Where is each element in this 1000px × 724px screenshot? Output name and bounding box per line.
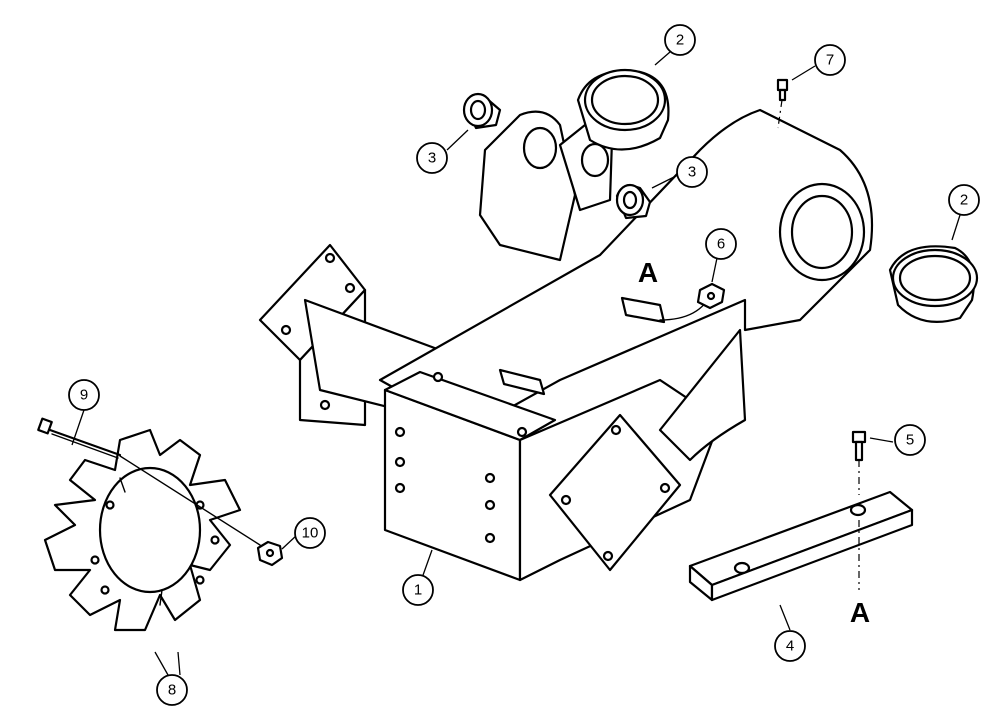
callout-7: 7 [814, 44, 846, 76]
callout-circle [416, 142, 448, 174]
nut-6 [696, 282, 726, 310]
callout-label: 7 [826, 52, 834, 69]
wire-clip-lower [498, 368, 546, 396]
callout-6: 6 [705, 228, 737, 260]
bushing-3-center [615, 183, 652, 220]
frame-upper-arm [378, 108, 874, 432]
frame-tail [658, 328, 747, 462]
callout-3-center: 3 [676, 156, 708, 188]
callout-circle [402, 574, 434, 606]
main-frame-part [258, 108, 874, 582]
callout-circle [948, 184, 980, 216]
callout-circle [774, 630, 806, 662]
cap-screw-5 [851, 430, 867, 590]
callout-label: 2 [960, 192, 968, 209]
bushing-3-left [462, 92, 502, 130]
callout-2-right: 2 [948, 184, 980, 216]
wire-clip-upper [620, 296, 666, 324]
callout-5: 5 [894, 424, 926, 456]
front-plate-top [383, 370, 557, 442]
bolt-9 [37, 417, 261, 546]
reference-letter-a-frame: A [638, 257, 658, 288]
right-mount-flange [548, 413, 682, 572]
callout-label: 8 [168, 682, 176, 699]
right-boss-bore [790, 194, 854, 270]
bearing-2-top [576, 68, 670, 151]
callout-circle [156, 674, 188, 706]
callout-3-left: 3 [416, 142, 448, 174]
leader-lines [71, 51, 961, 676]
bearing-2-right [888, 245, 979, 323]
sprocket-8 [43, 428, 242, 632]
callout-label: 3 [428, 150, 436, 167]
callout-circle [814, 44, 846, 76]
callout-label: 2 [676, 32, 684, 49]
callout-label: 1 [414, 582, 422, 599]
callout-circle [664, 24, 696, 56]
callout-circle [676, 156, 708, 188]
bolt-holes [280, 252, 671, 562]
callout-label: 6 [717, 236, 725, 253]
plate-4 [688, 490, 914, 602]
callout-9: 9 [68, 379, 100, 411]
callout-label: 4 [786, 638, 794, 655]
callout-circle [294, 517, 326, 549]
callout-label: 3 [688, 164, 696, 181]
callout-4: 4 [774, 630, 806, 662]
callout-label: 5 [906, 432, 914, 449]
callout-circle [68, 379, 100, 411]
callout-10: 10 [294, 517, 326, 549]
reference-letter-a-plate: A [850, 597, 870, 628]
callout-1: 1 [402, 574, 434, 606]
callout-label: 10 [302, 525, 319, 542]
callout-2-top: 2 [664, 24, 696, 56]
grease-fitting-7 [776, 78, 789, 129]
callout-circle [894, 424, 926, 456]
yoke-hole-right [580, 142, 610, 178]
callout-8: 8 [156, 674, 188, 706]
nut-10 [256, 540, 284, 567]
callout-label: 9 [80, 387, 88, 404]
callout-circle [705, 228, 737, 260]
yoke-hole-left [522, 126, 558, 170]
